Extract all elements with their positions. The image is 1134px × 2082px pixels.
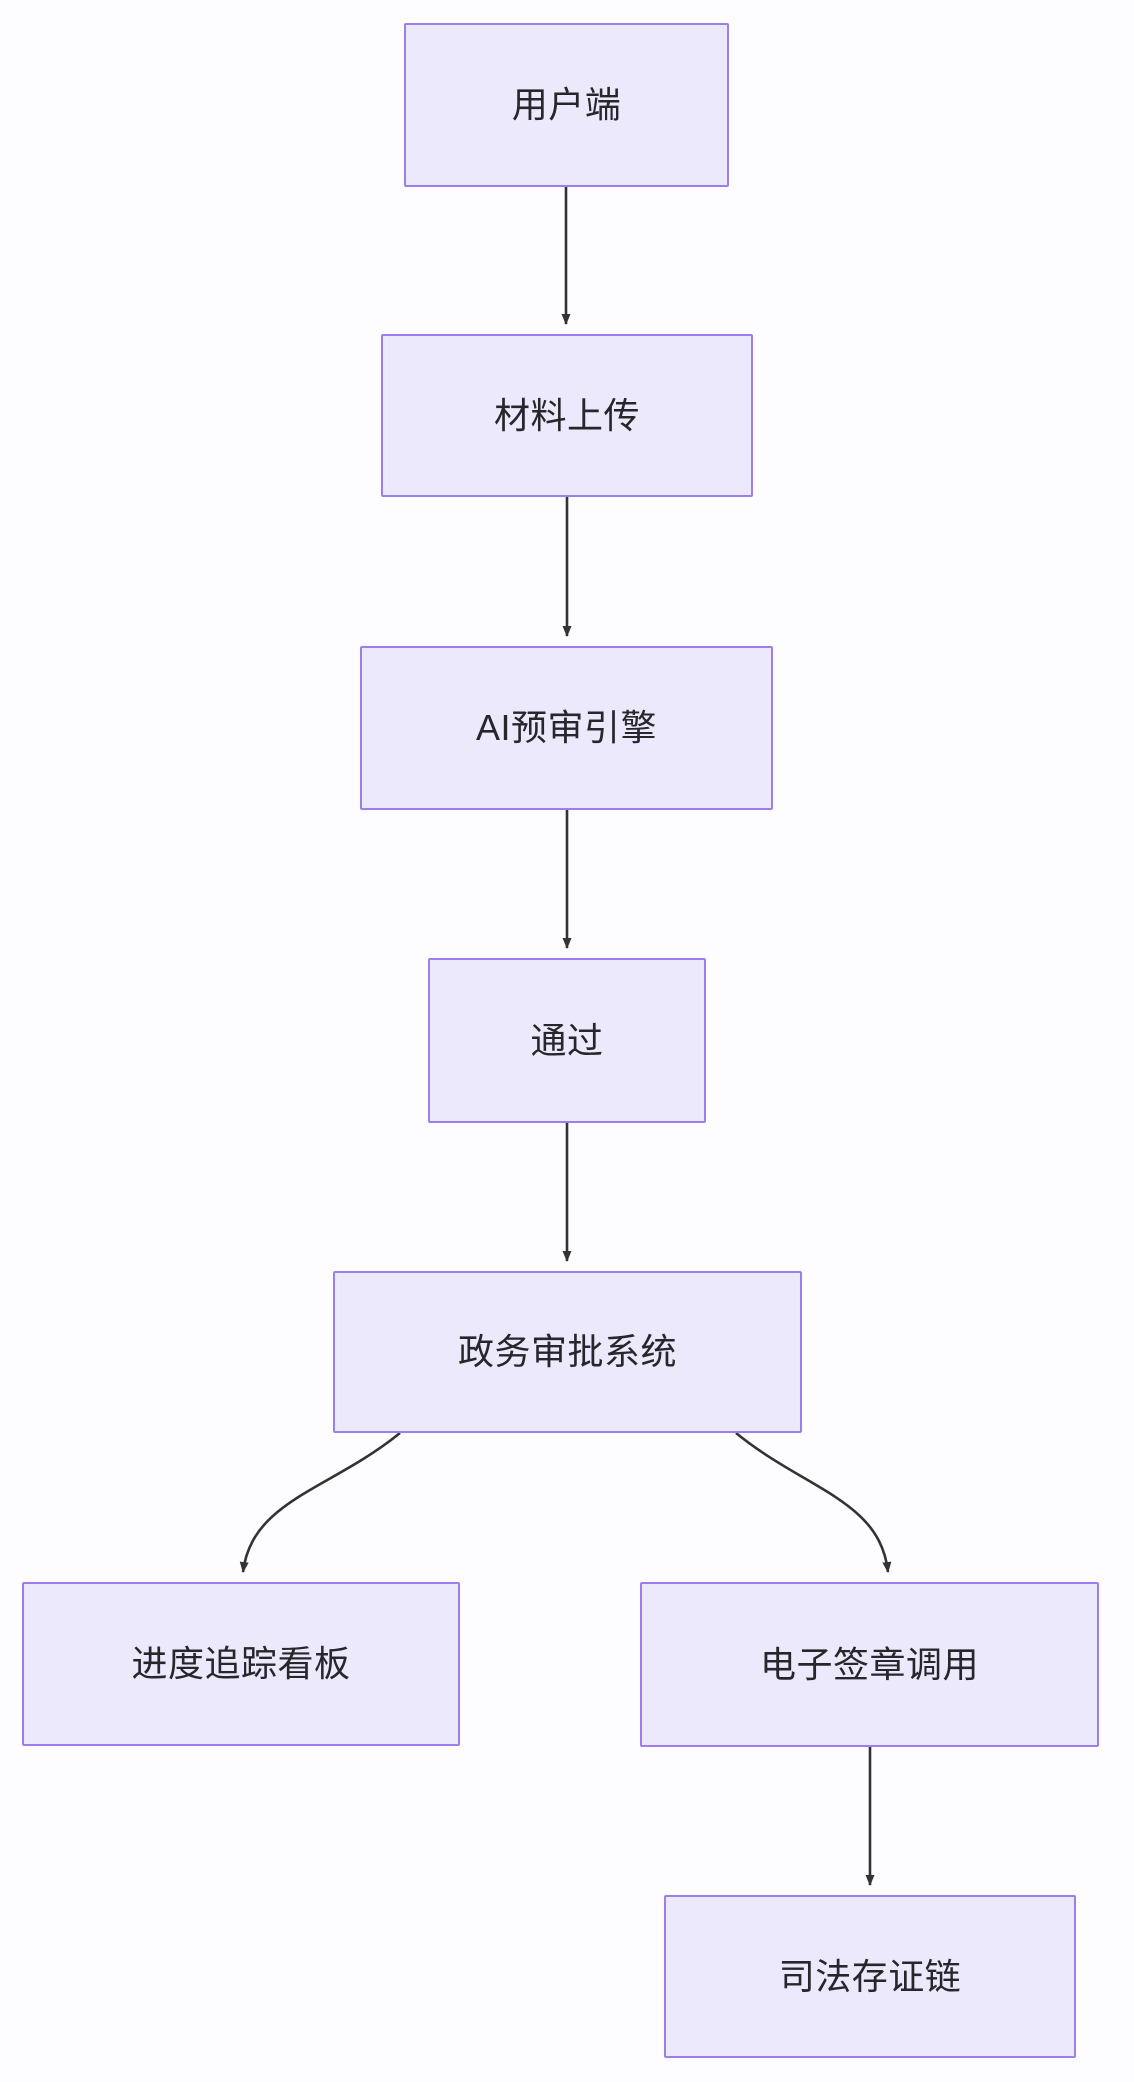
node-chain[interactable]: 司法存证链 bbox=[664, 1895, 1076, 2058]
node-pass[interactable]: 通过 bbox=[428, 958, 706, 1123]
node-gov-system-label: 政务审批系统 bbox=[457, 1331, 677, 1373]
node-progress[interactable]: 进度追踪看板 bbox=[22, 1582, 460, 1746]
edge-gov-system-to-progress bbox=[239, 1431, 401, 1573]
node-upload-label: 材料上传 bbox=[493, 394, 640, 436]
node-client-label: 用户端 bbox=[511, 84, 622, 126]
node-ai-engine-label: AI预审引擎 bbox=[475, 707, 657, 749]
node-client[interactable]: 用户端 bbox=[404, 23, 729, 187]
node-eseal-label: 电子签章调用 bbox=[759, 1643, 979, 1685]
edge-gov-system-to-eseal bbox=[735, 1431, 892, 1573]
node-upload[interactable]: 材料上传 bbox=[381, 334, 753, 497]
node-progress-label: 进度追踪看板 bbox=[131, 1643, 351, 1685]
node-chain-label: 司法存证链 bbox=[778, 1955, 962, 1997]
node-pass-label: 通过 bbox=[530, 1019, 604, 1061]
node-ai-engine[interactable]: AI预审引擎 bbox=[360, 646, 773, 810]
node-eseal[interactable]: 电子签章调用 bbox=[640, 1582, 1099, 1747]
node-gov-system[interactable]: 政务审批系统 bbox=[333, 1271, 802, 1433]
